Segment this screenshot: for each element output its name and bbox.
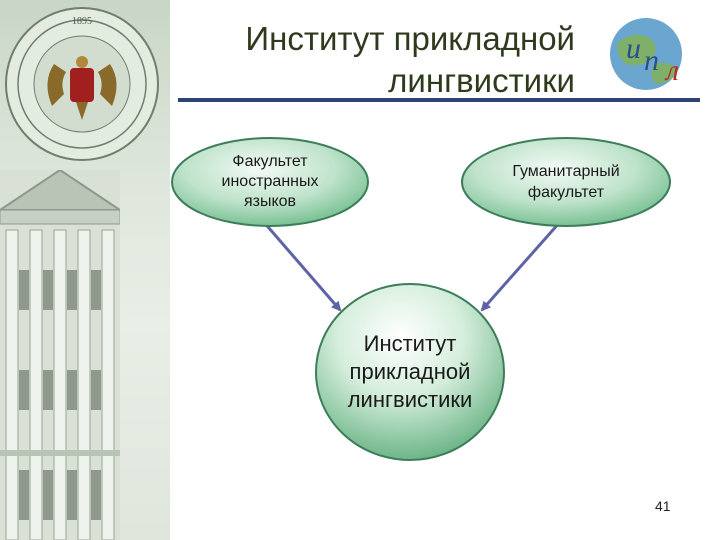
node-humanities: Гуманитарный факультет [462,140,670,224]
node-foreign-languages-line-3: языков [243,193,297,210]
title-underline [178,98,700,102]
node-institute-line-1: Институт [363,331,457,356]
node-foreign-languages: Факультет иностранных языков [172,140,368,224]
logo-letter-i: и [626,32,641,65]
node-humanities-line-2: факультет [527,184,605,201]
title-line-1: Институт прикладной [245,20,575,57]
node-foreign-languages-line-2: иностранных [221,173,319,190]
title-line-2: лингвистики [388,62,575,99]
page-number: 41 [655,498,671,514]
node-institute-line-2: прикладной [349,359,471,384]
node-institute-line-3: лингвистики [347,387,473,412]
node-institute: Институт прикладной лингвистики [318,290,502,454]
node-humanities-line-1: Гуманитарный [512,163,620,180]
logo-letter-l: л [664,54,679,87]
page-title: Институт прикладной лингвистики [195,18,575,102]
logo-letter-p: п [644,44,659,77]
institute-logo: и п л [604,12,692,96]
seal-year-text: 1895 [72,16,92,27]
node-foreign-languages-line-1: Факультет [232,153,308,170]
building-illustration [0,170,120,540]
university-seal-emblem: 1895 [5,7,159,161]
